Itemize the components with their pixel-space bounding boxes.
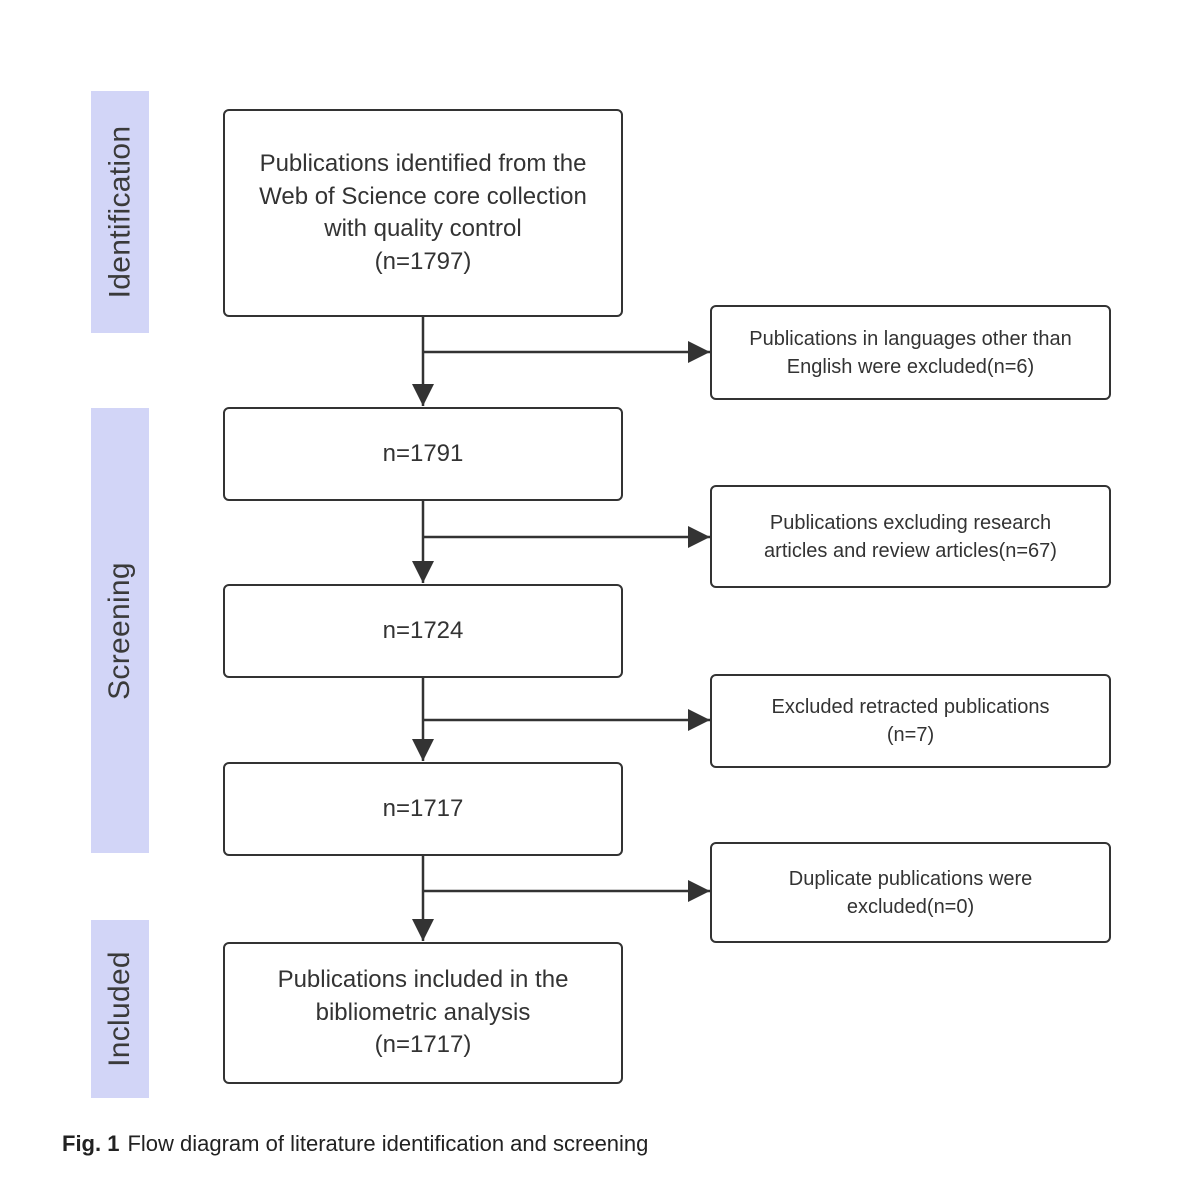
box-after-language: n=1791 [223,407,623,501]
box-excluded-retracted: Excluded retracted publications (n=7) [710,674,1111,768]
box-excluded-retracted-text: Excluded retracted publications (n=7) [771,696,1050,746]
box-included: Publications included in the bibliometri… [223,942,623,1084]
box-identified-text: Publications identified from the Web of … [259,150,587,275]
phase-screening: Screening [91,408,149,853]
box-after-type-text: n=1724 [382,616,464,644]
box-excluded-document-type-text: Publications excluding research articles… [764,511,1057,562]
box-excluded-language-text: Publications in languages other than Eng… [749,327,1072,378]
box-after-retracted-text: n=1717 [382,794,464,822]
box-after-type: n=1724 [223,584,623,678]
box-excluded-duplicate-text: Duplicate publications were excluded(n=0… [788,867,1033,918]
figure-caption: Fig. 1 Flow diagram of literature identif… [62,1131,648,1157]
box-after-retracted: n=1717 [223,762,623,856]
box-included-text: Publications included in the bibliometri… [277,966,569,1059]
figure-label: Fig. 1 [62,1131,120,1156]
box-after-language-text: n=1791 [382,439,464,467]
phase-identification: Identification [91,91,149,333]
box-excluded-duplicate: Duplicate publications were excluded(n=0… [710,842,1111,943]
box-excluded-language: Publications in languages other than Eng… [710,305,1111,400]
phase-included: Included [91,920,149,1098]
box-identified: Publications identified from the Web of … [223,109,623,317]
box-excluded-document-type: Publications excluding research articles… [710,485,1111,588]
figure-caption-text: Flow diagram of literature identificatio… [127,1131,649,1156]
